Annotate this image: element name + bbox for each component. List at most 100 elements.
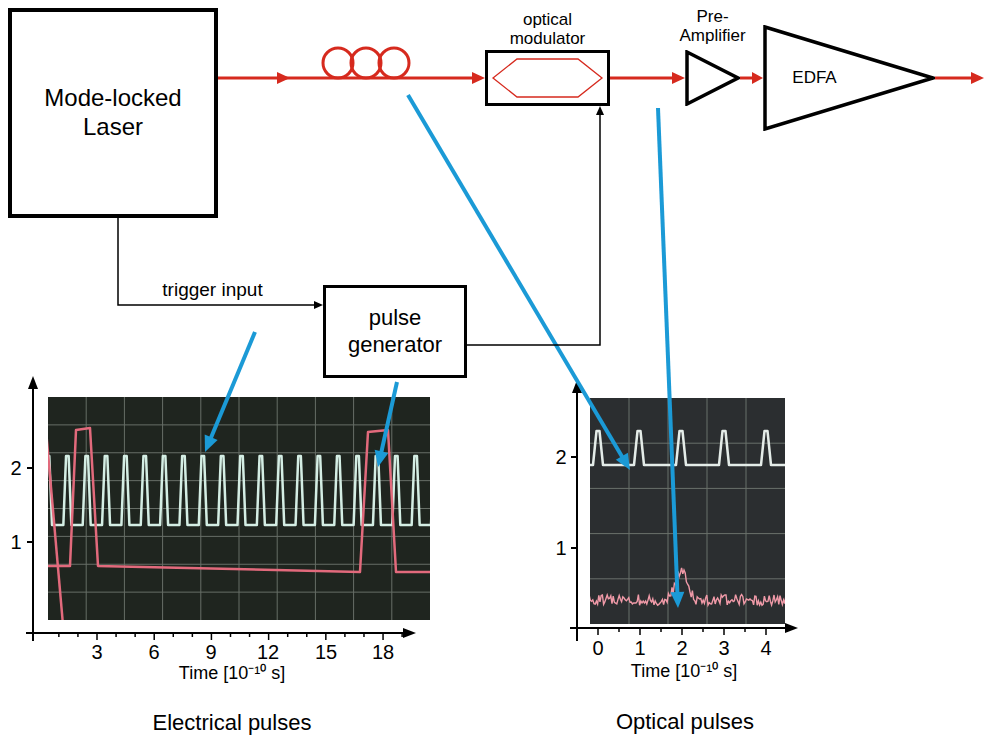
grid-line [746,398,747,624]
pointer-arrow [210,332,255,441]
triangle-shape [765,27,933,129]
scope-grid [590,398,785,624]
modulator-symbol [485,50,610,106]
triangle-outline [763,25,935,131]
axis-tick-label: 6 [148,641,159,664]
node-label: pulse generator [334,305,456,358]
tick [268,633,270,640]
signal-wire [118,218,323,309]
node-label: EDFA [763,68,866,88]
node-heading: Pre-Amplifier [671,7,755,46]
grid-line [629,398,630,624]
tick [618,628,620,632]
tick [287,633,289,637]
tick [77,633,79,637]
pointer-arrowhead [670,592,684,608]
tick [230,633,232,637]
grid-line [48,424,430,425]
axis-tick-label: 2 [676,637,687,660]
grid-line [590,533,785,534]
tick [325,633,327,640]
grid-line [707,398,708,624]
axis-tick-label: 15 [315,641,337,664]
coil-loop [351,48,381,78]
node-heading: optical modulator [498,10,598,49]
tick [134,633,136,637]
axis-title: Time [10⁻¹⁰ s] [179,663,285,684]
triangle-shape [687,52,738,104]
axis-tick-label: 9 [205,641,216,664]
arrowhead [752,72,763,84]
y-axis [32,388,34,641]
axis-tick-label: 1 [555,537,566,560]
axis-tick-label: 1 [10,531,21,554]
axis-tick-label: 1 [634,637,645,660]
tick [306,633,308,637]
arrowhead [472,72,485,84]
axis-tick-label: 3 [718,637,729,660]
axis-tick-label: 12 [257,641,279,664]
connector-line [740,77,754,80]
coil-loop [323,48,353,78]
modulator-box: optical modulator [485,50,610,106]
x-axis [26,632,404,634]
signal-wire [467,106,604,345]
grid-line [48,452,430,453]
coil-loop [379,48,409,78]
axis-arrow [28,376,38,389]
process-box: pulse generator [323,285,467,378]
optical-fiber [740,72,763,84]
axis-tick-label: 4 [760,637,771,660]
fiber-coil [323,48,409,78]
axis-tick-label: 18 [372,641,394,664]
axis-arrow [403,628,416,638]
laser-box: Mode-locked Laser [8,8,218,218]
panel-caption: Optical pulses [616,709,754,734]
tick [173,633,175,637]
pointer-arrow [408,95,624,460]
gate-trace [48,430,63,620]
grid-line [590,443,785,444]
edge-label: trigger input [160,279,264,301]
amplifier-triangle: EDFA [763,25,935,131]
tick [96,633,98,640]
tick [660,628,662,632]
axis-title: Time [10⁻¹⁰ s] [631,661,737,682]
output-fiber [935,77,972,80]
axis-tick-label: 2 [10,457,21,480]
node-label: Mode-locked Laser [33,84,193,142]
tick [681,628,683,635]
scope-traces [48,428,430,620]
axis-tick-label: 0 [592,637,603,660]
tick [571,456,577,458]
x-axis [570,627,786,629]
arrowhead [596,106,604,115]
mach-zehnder-arms [493,59,602,97]
tick [702,628,704,632]
optical-scope-photo [585,398,790,624]
grid-line [590,488,785,489]
amplifier-triangle: Pre-Amplifier [685,50,740,106]
grid-line [668,398,669,624]
axis-tick-label: 2 [555,446,566,469]
scope-traces [590,431,785,605]
pointer-arrow [381,382,397,455]
connector-line [610,77,674,80]
axes [26,376,798,641]
tick [382,633,384,640]
tick [765,628,767,635]
tick [192,633,194,637]
tick [153,633,155,640]
y-axis [576,392,578,641]
axis-arrow [785,623,798,633]
tick [744,628,746,632]
tick [723,628,725,635]
grid-line [48,592,430,593]
connector-line [218,77,474,80]
arrowhead [672,72,685,84]
tick [249,633,251,637]
tick [571,547,577,549]
connector-line [467,113,600,345]
selected-pulse-trace [590,568,785,605]
